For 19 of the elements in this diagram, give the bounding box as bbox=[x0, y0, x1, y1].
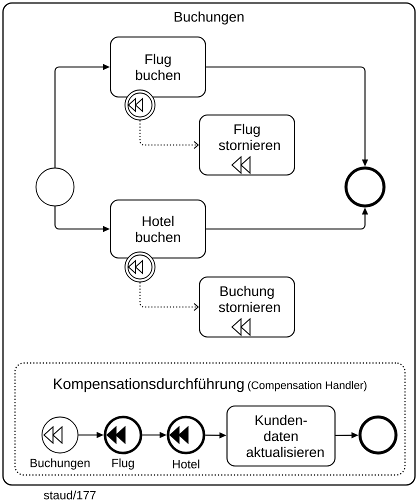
compensation-event: Flug bbox=[104, 416, 142, 470]
task-box: Buchung stornieren bbox=[198, 276, 296, 338]
compensation-event: Hotel bbox=[166, 416, 206, 468]
end-event bbox=[358, 416, 398, 454]
source-note: staud/177 bbox=[44, 490, 96, 500]
arrow bbox=[139, 282, 199, 311]
node-label: Buchungen bbox=[30, 458, 90, 470]
compensation-event: Buchungen bbox=[30, 416, 90, 470]
node-label: Hotel bbox=[172, 460, 200, 468]
compensation-event bbox=[124, 252, 156, 282]
task-box: Kunden- daten aktualisieren bbox=[226, 405, 336, 467]
arrow bbox=[139, 120, 199, 149]
compensation-event bbox=[124, 90, 156, 120]
start-event bbox=[36, 168, 74, 206]
task-box: Flug buchen bbox=[110, 36, 206, 98]
task-box: Hotel buchen bbox=[110, 199, 206, 259]
task-box: Flug stornieren bbox=[198, 114, 296, 176]
end-event bbox=[344, 166, 386, 208]
node-label: Flug bbox=[112, 458, 134, 470]
